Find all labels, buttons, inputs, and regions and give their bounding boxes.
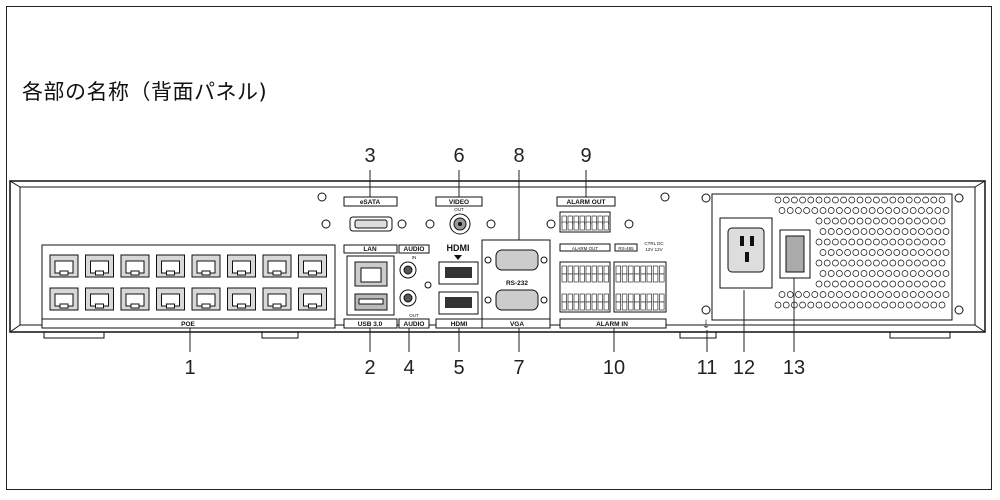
callout-number: 3 [364, 145, 375, 167]
svg-text:HDMI: HDMI [451, 321, 468, 328]
svg-text:AUDIO: AUDIO [404, 246, 425, 253]
svg-text:IN: IN [412, 255, 417, 260]
page-title: 各部の名称（背面パネル) [22, 80, 268, 104]
svg-text:VIDEO: VIDEO [449, 199, 469, 206]
callout-number: 2 [364, 357, 375, 379]
svg-text:ALARM OUT: ALARM OUT [567, 199, 606, 206]
callout-number: 4 [403, 357, 414, 379]
callout-number: 13 [783, 357, 805, 379]
svg-text:HDMI: HDMI [447, 243, 470, 253]
callout-number: 5 [453, 357, 464, 379]
svg-text:ALARM IN: ALARM IN [596, 321, 628, 328]
video-out-bnc: VIDEO OUT [435, 196, 483, 235]
svg-text:RS-485: RS-485 [618, 246, 634, 251]
callout-number: 7 [513, 357, 524, 379]
rs232-vga-block: RS-232 VGA [481, 239, 551, 329]
callout-number: 8 [513, 145, 524, 167]
alarm-terminal-block: ALARM OUT ALARM OUT RS-485 CTRL DC 12V 1… [556, 196, 667, 329]
svg-text:LAN: LAN [363, 246, 377, 253]
figure-frame [6, 6, 992, 490]
callout-number: 11 [697, 357, 718, 379]
poe-label: POE [181, 321, 195, 328]
callout-number: 12 [733, 357, 755, 379]
svg-text:USB 3.0: USB 3.0 [358, 321, 383, 328]
callout-number: 1 [184, 357, 195, 379]
screw-icon [317, 192, 964, 315]
svg-text:ALARM OUT: ALARM OUT [572, 246, 599, 251]
callout-number: 6 [453, 145, 464, 167]
poe-ports: POE [41, 244, 336, 329]
hdmi-block: HDMI HDMI [435, 243, 483, 329]
callout-number: 10 [603, 357, 625, 379]
svg-text:OUT: OUT [409, 313, 419, 318]
svg-text:RS-232: RS-232 [506, 280, 528, 287]
svg-text:12V 12V: 12V 12V [645, 247, 662, 252]
callout-number: 9 [580, 145, 591, 167]
svg-text:VGA: VGA [510, 321, 524, 328]
audio-block: AUDIO IN OUT AUDIO [398, 244, 430, 329]
svg-text:AUDIO: AUDIO [404, 321, 425, 328]
svg-text:OUT: OUT [454, 207, 464, 212]
ground-icon: ⏚ [701, 319, 711, 331]
svg-text:CTRL DC: CTRL DC [644, 241, 664, 246]
lan-usb-block: LAN USB 3.0 [343, 244, 398, 329]
svg-text:eSATA: eSATA [360, 199, 381, 206]
power-section: ⏚ [701, 193, 953, 331]
